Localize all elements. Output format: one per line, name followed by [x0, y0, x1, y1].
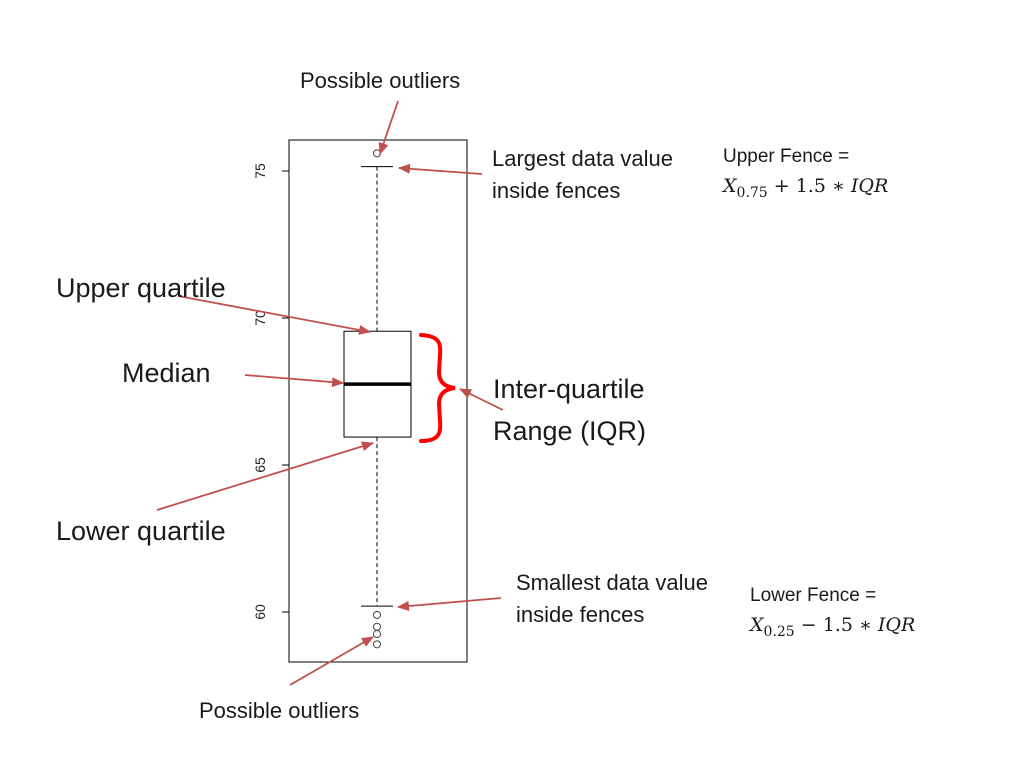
arrow-outliers-bottom	[289, 636, 374, 686]
label-outliers-bottom: Possible outliers	[199, 698, 359, 723]
y-axis: 60 65 70 75	[252, 163, 289, 620]
arrow-upper-quartile	[177, 295, 371, 335]
label-lower-quartile: Lower quartile	[56, 516, 226, 546]
arrow-outliers-top	[378, 100, 399, 155]
formula-upper-fence: X0.75 + 1.5 ∗ IQR	[721, 175, 888, 201]
label-iqr-line2: Range (IQR)	[493, 416, 646, 446]
y-axis-tick-label: 75	[252, 163, 268, 179]
arrow-largest-value	[398, 163, 483, 175]
arrow-lower-quartile	[156, 441, 374, 511]
label-median: Median	[122, 358, 211, 388]
y-axis-tick-label: 60	[252, 604, 268, 620]
formula-lower-fence: X0.25 − 1.5 ∗ IQR	[748, 614, 915, 640]
arrow-iqr	[459, 388, 504, 411]
y-axis-tick-label: 65	[252, 457, 268, 473]
label-iqr-line1: Inter-quartile	[493, 374, 645, 404]
arrow-smallest-value	[397, 597, 502, 612]
iqr-brace	[419, 333, 456, 443]
label-smallest-line2: inside fences	[516, 602, 644, 627]
label-outliers-top: Possible outliers	[300, 68, 460, 93]
annotation-arrows	[156, 100, 504, 686]
y-axis-tick-label: 70	[252, 310, 268, 326]
box-plot	[343, 149, 412, 649]
outlier-point	[373, 630, 381, 639]
outlier-point	[373, 610, 381, 619]
arrow-median	[244, 374, 344, 388]
label-upper-fence-title: Upper Fence =	[723, 146, 849, 167]
outlier-point	[373, 622, 381, 631]
outlier-point	[373, 640, 381, 649]
label-smallest-line1: Smallest data value	[516, 570, 708, 595]
label-largest-line1: Largest data value	[492, 146, 673, 171]
label-lower-fence-title: Lower Fence =	[750, 585, 876, 606]
label-upper-quartile: Upper quartile	[56, 273, 226, 303]
plot-frame	[288, 139, 468, 663]
label-largest-line2: inside fences	[492, 178, 620, 203]
